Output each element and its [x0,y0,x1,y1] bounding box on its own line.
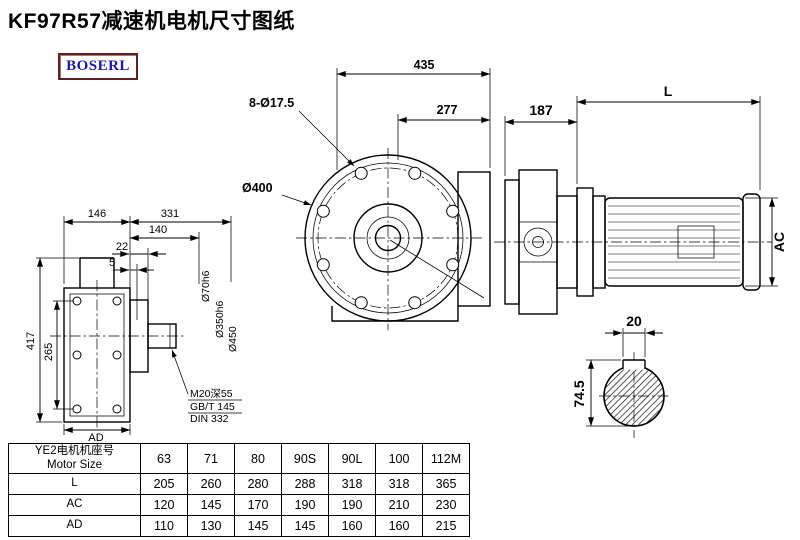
dim-417: 417 [25,332,37,350]
note-thread: M20深55 [190,388,233,400]
table-cell: 215 [422,515,470,537]
table-cell: 130 [187,515,235,537]
table-cell: 190 [328,494,376,516]
page-title: KF97R57减速机电机尺寸图纸 [8,10,295,33]
mount-hole [112,296,122,306]
table-cell: 288 [281,473,329,495]
dim-motor-diameter: AC [771,232,787,252]
table-cell: 190 [281,494,329,516]
dim-adapter-length: 187 [529,102,553,118]
motor-fins [608,205,740,279]
row-label-AD: AD [8,515,141,537]
row-label-L: L [8,473,141,495]
dim-shaft-diameter: Ø70h6 [200,270,212,302]
row-label-AC: AC [8,494,141,516]
table-cell: 205 [140,473,188,495]
table-cell: 230 [422,494,470,516]
front-view: 435 277 8-Ø17.5 Ø400 [242,58,491,330]
table-cell: 145 [234,515,282,537]
table-row-L: L 205 260 280 288 318 318 365 [8,473,470,495]
table-cell: 210 [375,494,423,516]
dim-flange-diameter: Ø400 [242,181,273,195]
bolt-hole [316,258,330,272]
motor-size-header-cell: YE2电机机座号 Motor Size [8,443,141,474]
dim-5: 5 [109,257,115,269]
dim-overall-width: 435 [414,58,435,72]
motor-size-header-en: Motor Size [47,458,102,471]
note-standard-gbt: GB/T 145 [190,401,235,413]
terminal-box [677,225,715,259]
bolt-hole [316,204,330,218]
table-cell: 120 [140,494,188,516]
table-cell: 160 [375,515,423,537]
shaft-cross-section: 20 74.5 [571,313,669,438]
motor-size-header-cn: YE2电机机座号 [34,444,115,457]
mount-hole [72,350,82,360]
table-cell: 318 [328,473,376,495]
dim-331: 331 [161,208,179,220]
dim-key-width: 20 [626,313,642,329]
dim-flange-450: Ø450 [227,326,239,352]
fan-cowl [742,193,761,291]
bolt-hole [408,296,422,310]
frame-size-column-header: 90L [328,443,376,474]
frame-size-column-header: 71 [187,443,235,474]
frame-size-column-header: 112M [422,443,470,474]
dim-inner-width: 277 [437,103,458,117]
dim-bolt-holes: 8-Ø17.5 [249,96,294,110]
table-row-AD: AD 110 130 145 145 160 160 215 [8,515,470,537]
table-cell: 318 [375,473,423,495]
table-row-AC: AC 120 145 170 190 190 210 230 [8,494,470,516]
bolt-hole [408,166,422,180]
table-cell: 260 [187,473,235,495]
side-view-gearmotor: 187 L AC [494,83,787,315]
table-cell: 145 [187,494,235,516]
left-side-view: 146 331 140 22 5 417 26 [25,208,242,443]
boserl-logo-text: BOSERL [66,58,130,74]
mount-hole [112,350,122,360]
table-cell: 365 [422,473,470,495]
base-foot [331,306,459,322]
mount-hole [72,296,82,306]
table-cell: 170 [234,494,282,516]
boserl-logo: BOSERL [58,53,138,80]
dim-140: 140 [149,224,167,236]
technical-drawing: 435 277 8-Ø17.5 Ø400 [25,58,787,443]
table-cell: 280 [234,473,282,495]
frame-size-column-header: 100 [375,443,423,474]
dim-motor-length: L [664,83,673,99]
frame-size-column-header: 63 [140,443,188,474]
bolt-hole [354,296,368,310]
dim-spigot-diameter: Ø350h6 [214,300,226,338]
table-cell: 145 [281,515,329,537]
shaft-bore-circle [603,365,665,427]
dim-265: 265 [43,343,55,361]
dim-height-to-key: 74.5 [571,380,587,407]
mount-hole [112,404,122,414]
table-cell: 160 [328,515,376,537]
motor-size-table: YE2电机机座号 Motor Size 63 71 80 90S 90L 100… [8,443,470,537]
frame-size-column-header: 90S [281,443,329,474]
mount-hole [72,404,82,414]
output-shaft [147,323,177,349]
bolt-hole [446,204,460,218]
bolt-hole [446,258,460,272]
note-standard-din: DIN 332 [190,413,229,425]
frame-size-column-header: 80 [234,443,282,474]
table-header-row: YE2电机机座号 Motor Size 63 71 80 90S 90L 100… [8,443,470,474]
dim-22: 22 [116,241,128,253]
dim-146: 146 [88,208,106,220]
bolt-hole [354,166,368,180]
dim-ad: AD [88,432,103,443]
shaft-boss [523,227,553,257]
table-cell: 110 [140,515,188,537]
